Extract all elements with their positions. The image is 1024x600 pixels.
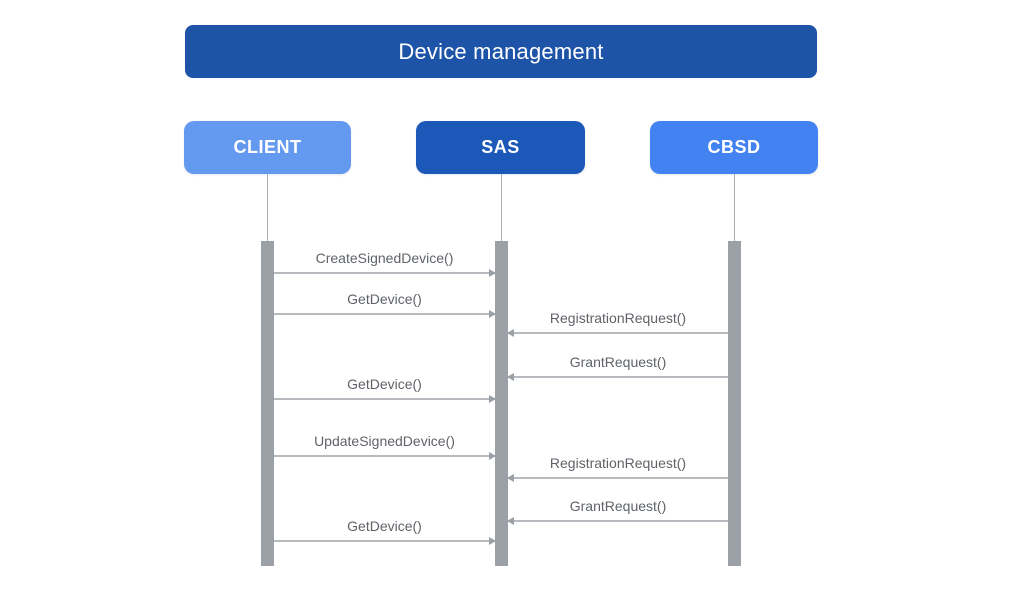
message-update-signed-device: UpdateSignedDevice(): [274, 433, 496, 463]
arrow-line: [274, 272, 495, 274]
diagram-title: Device management: [185, 25, 817, 78]
message-get-device-1: GetDevice(): [274, 291, 496, 321]
actor-sas: SAS: [416, 121, 585, 174]
arrow-left-icon: [507, 517, 514, 525]
message-label: GrantRequest(): [569, 354, 667, 370]
message-label: GetDevice(): [347, 376, 422, 392]
arrow-line: [274, 313, 495, 315]
arrow-right-icon: [489, 269, 496, 277]
arrow-left-icon: [507, 474, 514, 482]
lifeline-sas: [501, 174, 502, 241]
arrow-line: [274, 540, 495, 542]
message-label: GetDevice(): [347, 291, 422, 307]
message-label: CreateSignedDevice(): [315, 250, 454, 266]
message-grant-request-2: GrantRequest(): [507, 498, 728, 528]
arrow-line: [508, 332, 728, 334]
lifeline-client: [267, 174, 268, 241]
arrow-right-icon: [489, 395, 496, 403]
message-get-device-2: GetDevice(): [274, 376, 496, 406]
actor-client: CLIENT: [184, 121, 351, 174]
lifeline-cbsd: [734, 174, 735, 241]
message-label: GrantRequest(): [569, 498, 667, 514]
arrow-line: [274, 398, 495, 400]
message-get-device-3: GetDevice(): [274, 518, 496, 548]
arrow-line: [508, 477, 728, 479]
arrow-line: [508, 520, 728, 522]
activation-bar-client: [261, 241, 274, 566]
activation-bar-cbsd: [728, 241, 741, 566]
arrow-left-icon: [507, 329, 514, 337]
message-label: RegistrationRequest(): [549, 310, 687, 326]
arrow-right-icon: [489, 310, 496, 318]
arrow-right-icon: [489, 452, 496, 460]
arrow-left-icon: [507, 373, 514, 381]
activation-bar-sas: [495, 241, 508, 566]
message-label: RegistrationRequest(): [549, 455, 687, 471]
message-label: GetDevice(): [347, 518, 422, 534]
message-create-signed-device: CreateSignedDevice(): [274, 250, 496, 280]
message-registration-request-1: RegistrationRequest(): [507, 310, 728, 340]
message-grant-request-1: GrantRequest(): [507, 354, 728, 384]
message-label: UpdateSignedDevice(): [314, 433, 455, 449]
arrow-right-icon: [489, 537, 496, 545]
arrow-line: [508, 376, 728, 378]
message-registration-request-2: RegistrationRequest(): [507, 455, 728, 485]
actor-cbsd: CBSD: [650, 121, 818, 174]
arrow-line: [274, 455, 495, 457]
